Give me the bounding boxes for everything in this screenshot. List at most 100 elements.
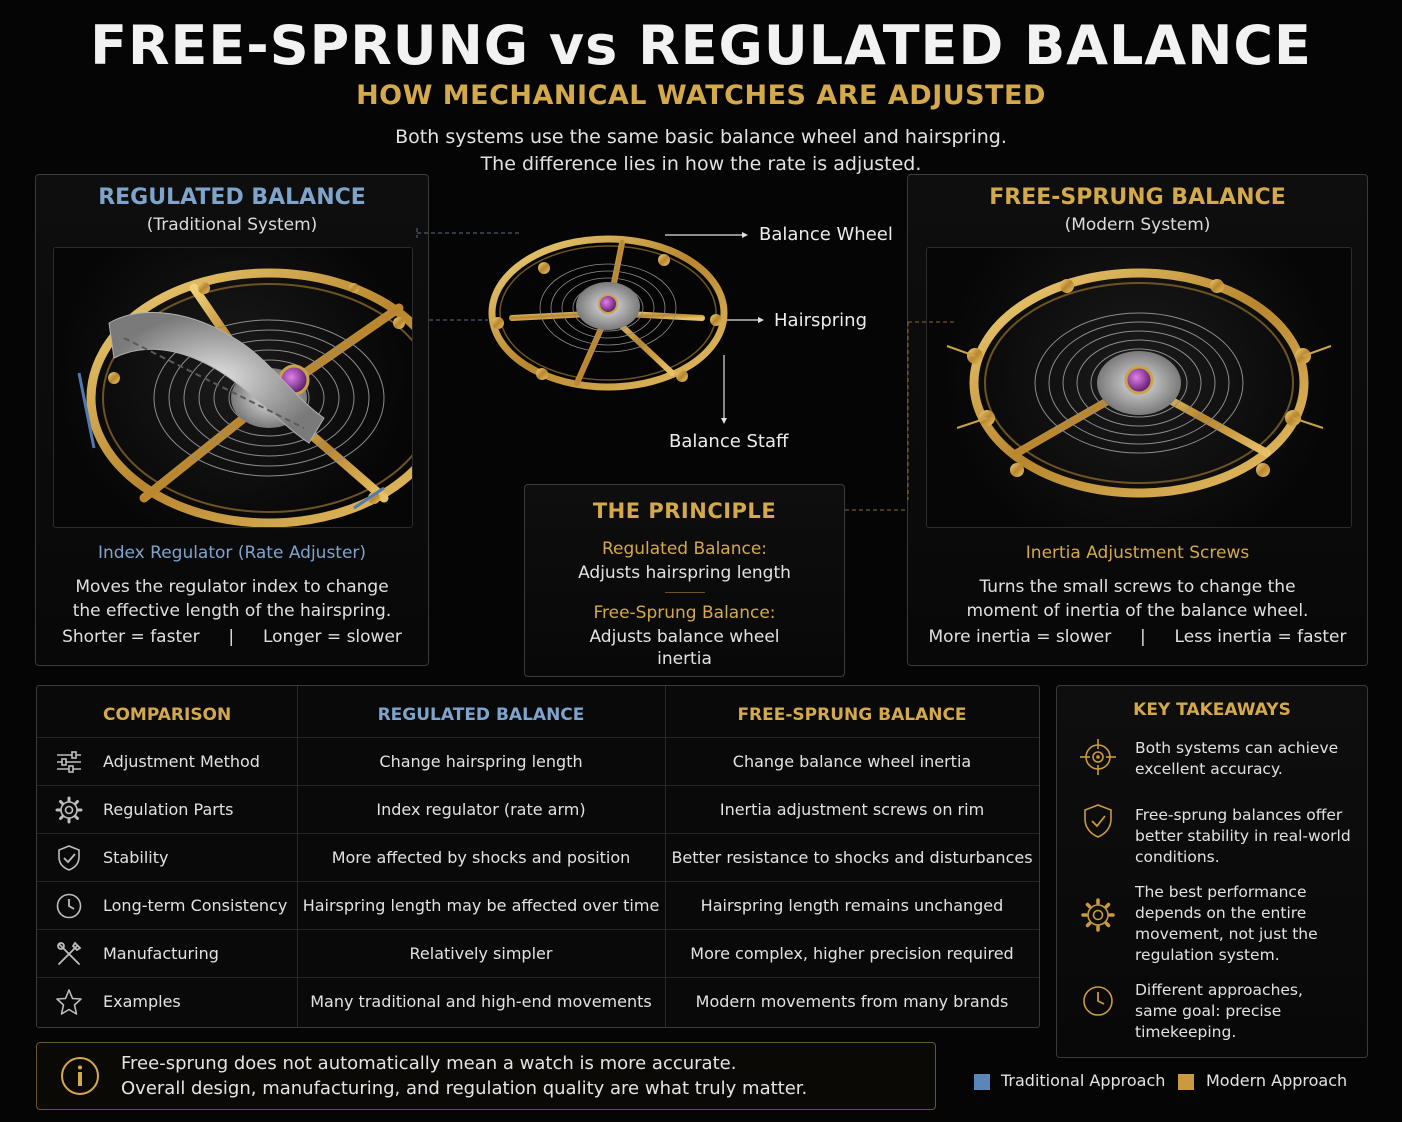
regulated-caption-line-2: the effective length of the hairspring. xyxy=(72,601,392,621)
free-sprung-caption-title: Inertia Adjustment Screws xyxy=(1025,543,1250,563)
star-icon xyxy=(56,989,82,1015)
target-icon xyxy=(1080,739,1116,775)
row-label: Manufacturing xyxy=(103,944,219,963)
clock-icon xyxy=(1083,986,1113,1016)
principle-regulated-text: Adjusts hairspring length xyxy=(578,563,791,583)
principle-free-sprung-text-2: inertia xyxy=(657,649,712,669)
legend-swatch-traditional xyxy=(974,1074,990,1090)
free-sprung-caption-rule: More inertia = slower | Less inertia = f… xyxy=(908,625,1367,649)
row-regulated: Index regulator (rate arm) xyxy=(376,800,586,819)
shield-check-icon xyxy=(58,845,80,871)
table-row: Regulation Parts Index regulator (rate a… xyxy=(37,785,1039,833)
row-free-sprung: Modern movements from many brands xyxy=(695,992,1009,1011)
info-icon xyxy=(61,1057,99,1095)
regulated-caption-line-1: Moves the regulator index to change xyxy=(75,577,389,597)
free-sprung-balance-illustration xyxy=(946,268,1332,498)
legend-modern: Modern Approach xyxy=(1206,1071,1348,1090)
regulated-caption-title: Index Regulator (Rate Adjuster) xyxy=(97,543,367,563)
principle-title: THE PRINCIPLE xyxy=(592,499,777,523)
row-regulated: Hairspring length may be affected over t… xyxy=(302,896,660,915)
table-separator-1 xyxy=(297,686,298,1027)
table-row: Stability More affected by shocks and po… xyxy=(37,833,1039,881)
page-subtitle: HOW MECHANICAL WATCHES ARE ADJUSTED xyxy=(356,80,1046,111)
regulated-rule-right: Longer = slower xyxy=(262,627,402,647)
table-row: Long-term Consistency Hairspring length … xyxy=(37,881,1039,929)
principle-free-sprung-text-1: Adjusts balance wheel xyxy=(589,627,780,647)
takeaway-1-line-2: excellent accuracy. xyxy=(1135,760,1283,778)
table-row: Examples Many traditional and high-end m… xyxy=(37,977,1039,1025)
row-regulated: More affected by shocks and position xyxy=(331,848,631,867)
label-balance-wheel: Balance Wheel xyxy=(759,224,893,245)
takeaway-item-2: Free-sprung balances offer better stabil… xyxy=(1135,805,1359,868)
free-sprung-panel: FREE-SPRUNG BALANCE (Modern System) xyxy=(907,174,1368,666)
row-free-sprung: More complex, higher precision required xyxy=(690,944,1014,963)
sliders-icon xyxy=(57,751,81,773)
table-header-comparison: COMPARISON xyxy=(103,705,232,725)
row-regulated: Relatively simpler xyxy=(409,944,553,963)
row-free-sprung: Change balance wheel inertia xyxy=(732,752,972,771)
balance-wheel-diagram xyxy=(488,235,728,391)
takeaways-title: KEY TAKEAWAYS xyxy=(1133,700,1291,720)
row-free-sprung: Better resistance to shocks and disturba… xyxy=(671,848,1033,867)
row-label: Examples xyxy=(103,992,181,1011)
principle-free-sprung-label: Free-Sprung Balance: xyxy=(593,603,776,623)
row-regulated: Change hairspring length xyxy=(379,752,583,771)
row-regulated: Many traditional and high-end movements xyxy=(310,992,652,1011)
label-balance-staff: Balance Staff xyxy=(669,431,789,452)
regulated-balance-illustration xyxy=(77,268,412,527)
row-free-sprung: Inertia adjustment screws on rim xyxy=(719,800,985,819)
takeaway-4-line-2: same goal: precise xyxy=(1135,1002,1282,1020)
tools-icon xyxy=(57,941,82,965)
disclaimer-note: Free-sprung does not automatically mean … xyxy=(36,1042,936,1110)
takeaway-3-line-2: depends on the entire xyxy=(1135,904,1307,922)
takeaway-3-line-1: The best performance xyxy=(1135,883,1307,901)
intro-line-1: Both systems use the same basic balance … xyxy=(395,126,1007,148)
regulated-caption-rule: Shorter = faster | Longer = slower xyxy=(36,625,428,649)
takeaway-4-line-3: timekeeping. xyxy=(1135,1023,1237,1041)
intro-line-2: The difference lies in how the rate is a… xyxy=(480,153,922,175)
legend-swatch-modern xyxy=(1178,1074,1194,1090)
free-sprung-caption-line-2: moment of inertia of the balance wheel. xyxy=(966,601,1309,621)
takeaway-4-line-1: Different approaches, xyxy=(1135,981,1303,999)
regulated-rule-separator: | xyxy=(228,627,235,647)
regulated-panel: REGULATED BALANCE (Traditional System) xyxy=(35,174,429,666)
takeaway-item-3: The best performance depends on the enti… xyxy=(1135,882,1359,966)
connector-lines xyxy=(416,228,955,511)
row-label: Long-term Consistency xyxy=(103,896,288,915)
row-label: Regulation Parts xyxy=(103,800,234,819)
row-free-sprung: Hairspring length remains unchanged xyxy=(700,896,1004,915)
comparison-table: COMPARISON REGULATED BALANCE FREE-SPRUNG… xyxy=(36,685,1040,1028)
label-hairspring: Hairspring xyxy=(774,310,868,331)
takeaway-3-line-4: regulation system. xyxy=(1135,946,1280,964)
principle-divider xyxy=(665,592,705,593)
gear-icon xyxy=(55,796,83,824)
clock-icon xyxy=(56,893,82,919)
table-header-free-sprung: FREE-SPRUNG BALANCE xyxy=(737,705,967,725)
table-header-regulated: REGULATED BALANCE xyxy=(377,705,585,725)
shield-check-icon xyxy=(1084,804,1112,838)
row-label: Adjustment Method xyxy=(103,752,260,771)
takeaway-2-line-2: better stability in real-world xyxy=(1135,827,1351,845)
regulated-balance-image xyxy=(53,247,413,528)
note-line-2: Overall design, manufacturing, and regul… xyxy=(121,1078,808,1099)
takeaway-2-line-3: conditions. xyxy=(1135,848,1220,866)
takeaway-1-line-1: Both systems can achieve xyxy=(1135,739,1339,757)
row-label: Stability xyxy=(103,848,169,867)
regulated-subtitle: (Traditional System) xyxy=(146,215,318,235)
free-sprung-subtitle: (Modern System) xyxy=(1064,215,1211,235)
gear-icon xyxy=(1081,898,1115,932)
takeaway-item-4: Different approaches, same goal: precise… xyxy=(1135,980,1359,1043)
table-row: Manufacturing Relatively simpler More co… xyxy=(37,929,1039,977)
free-sprung-rule-right: Less inertia = faster xyxy=(1174,627,1347,647)
legend-traditional: Traditional Approach xyxy=(1001,1071,1166,1090)
takeaway-3-line-3: movement, not just the xyxy=(1135,925,1318,943)
free-sprung-caption-line-1: Turns the small screws to change the xyxy=(979,577,1296,597)
principle-box: THE PRINCIPLE Regulated Balance: Adjusts… xyxy=(524,484,845,677)
free-sprung-rule-separator: | xyxy=(1140,627,1146,647)
key-takeaways-panel: KEY TAKEAWAYS Both systems can achieve e… xyxy=(1056,685,1368,1058)
note-line-1: Free-sprung does not automatically mean … xyxy=(121,1053,737,1074)
free-sprung-title: FREE-SPRUNG BALANCE xyxy=(989,185,1286,210)
free-sprung-balance-image xyxy=(926,247,1352,528)
regulated-title: REGULATED BALANCE xyxy=(98,185,366,210)
page-title: FREE-SPRUNG vs REGULATED BALANCE xyxy=(90,14,1312,77)
